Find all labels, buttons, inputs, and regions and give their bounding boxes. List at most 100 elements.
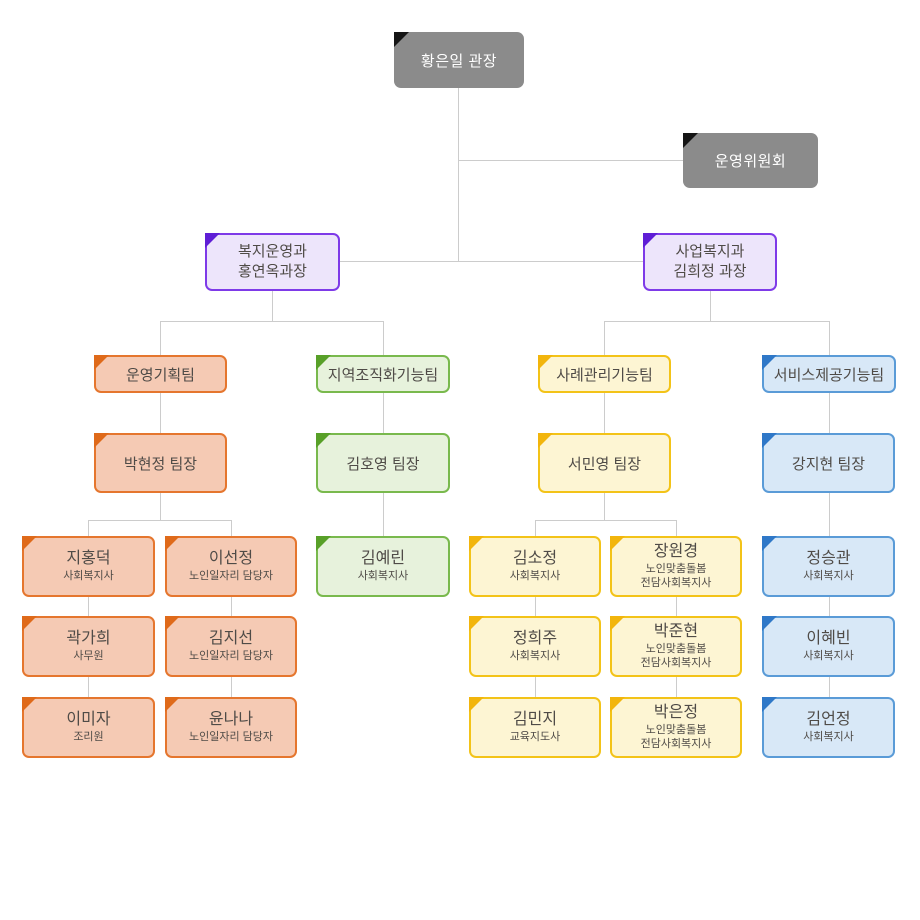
node-team-operations-planning: 운영기획팀: [94, 355, 227, 393]
member-role: 조리원: [73, 731, 104, 744]
node-label: 복지운영과 홍연옥과장: [237, 242, 307, 280]
corner-fold: [538, 433, 553, 448]
node-member: 김언정 사회복지사: [762, 697, 895, 758]
corner-fold: [469, 697, 484, 712]
connector-line: [829, 321, 830, 355]
member-role: 사회복지사: [803, 731, 854, 744]
connector-line: [829, 677, 830, 697]
member-name: 정승관: [806, 550, 851, 568]
corner-fold: [316, 355, 331, 370]
connector-line: [231, 597, 232, 616]
member-name: 김예린: [360, 550, 406, 568]
corner-fold: [394, 32, 409, 47]
member-name: 장원경: [653, 543, 699, 561]
connector-line: [676, 597, 677, 616]
member-role: 노인일자리 담당자: [188, 570, 273, 583]
node-label: 사업복지과 김희정 과장: [673, 242, 747, 280]
corner-fold: [316, 536, 331, 551]
connector-line: [160, 321, 383, 322]
node-label: 사례관리기능팀: [556, 366, 653, 384]
connector-line: [383, 493, 384, 536]
node-label: 박현정 팀장: [123, 455, 198, 473]
node-label: 서비스제공기능팀: [773, 366, 885, 384]
corner-fold: [94, 355, 109, 370]
node-member: 정승관 사회복지사: [762, 536, 895, 597]
member-name: 김지선: [208, 630, 254, 648]
member-name: 이선정: [208, 550, 254, 568]
corner-fold: [94, 433, 109, 448]
node-label: 서민영 팀장: [567, 455, 642, 473]
connector-line: [676, 520, 677, 536]
node-label: 김호영 팀장: [346, 455, 420, 473]
member-name: 지홍덕: [66, 550, 111, 568]
node-member: 박준현 노인맞춤돌봄 전담사회복지사: [610, 616, 742, 677]
connector-line: [160, 393, 161, 433]
node-member: 김예린 사회복지사: [316, 536, 450, 597]
member-name: 정희주: [512, 630, 558, 648]
member-name: 박은정: [653, 704, 699, 722]
node-label: 강지현 팀장: [791, 455, 866, 473]
node-member: 이선정 노인일자리 담당자: [165, 536, 297, 597]
corner-fold: [683, 133, 698, 148]
node-member: 정희주 사회복지사: [469, 616, 601, 677]
corner-fold: [469, 536, 484, 551]
connector-line: [829, 493, 830, 536]
connector-line: [535, 520, 536, 536]
connector-line: [604, 321, 605, 355]
corner-fold: [205, 233, 220, 248]
corner-fold: [762, 616, 777, 631]
connector-line: [383, 321, 384, 355]
member-name: 박준현: [653, 623, 699, 641]
corner-fold: [165, 536, 180, 551]
corner-fold: [165, 697, 180, 712]
node-member: 곽가희 사무원: [22, 616, 155, 677]
connector-line: [535, 677, 536, 697]
corner-fold: [22, 616, 37, 631]
node-team-community-organizing: 지역조직화기능팀: [316, 355, 450, 393]
connector-line: [710, 291, 711, 321]
connector-line: [272, 291, 273, 321]
corner-fold: [316, 433, 331, 448]
connector-line: [829, 597, 830, 616]
node-member: 박은정 노인맞춤돌봄 전담사회복지사: [610, 697, 742, 758]
member-name: 이미자: [66, 711, 111, 729]
member-role: 교육지도사: [509, 731, 561, 744]
node-member: 장원경 노인맞춤돌봄 전담사회복지사: [610, 536, 742, 597]
member-name: 이혜빈: [806, 630, 851, 648]
member-role: 사회복지사: [803, 650, 854, 663]
member-name: 김소정: [512, 550, 558, 568]
member-name: 김민지: [512, 711, 558, 729]
connector-line: [535, 520, 676, 521]
member-role: 사회복지사: [803, 570, 854, 583]
member-role: 사회복지사: [357, 570, 409, 583]
corner-fold: [165, 616, 180, 631]
node-member: 김소정 사회복지사: [469, 536, 601, 597]
node-member: 지홍덕 사회복지사: [22, 536, 155, 597]
node-label: 황은일 관장: [420, 52, 498, 70]
member-name: 김언정: [806, 711, 851, 729]
node-label: 운영위원회: [714, 153, 787, 170]
corner-fold: [469, 616, 484, 631]
member-name: 곽가희: [66, 630, 111, 648]
connector-line: [535, 597, 536, 616]
node-member: 이혜빈 사회복지사: [762, 616, 895, 677]
node-label: 운영기획팀: [125, 366, 195, 384]
node-team-service-provision: 서비스제공기능팀: [762, 355, 896, 393]
corner-fold: [22, 536, 37, 551]
member-role: 사무원: [73, 650, 104, 663]
member-role: 노인맞춤돌봄 전담사회복지사: [640, 724, 712, 751]
connector-line: [88, 597, 89, 616]
connector-line: [340, 261, 643, 262]
connector-line: [88, 677, 89, 697]
connector-line: [604, 393, 605, 433]
member-role: 사회복지사: [509, 650, 561, 663]
corner-fold: [22, 697, 37, 712]
node-director: 황은일 관장: [394, 32, 524, 88]
connector-line: [88, 520, 89, 536]
node-leader-service-provision: 강지현 팀장: [762, 433, 895, 493]
connector-line: [604, 493, 605, 520]
connector-line: [231, 677, 232, 697]
corner-fold: [762, 355, 777, 370]
connector-line: [160, 493, 161, 520]
